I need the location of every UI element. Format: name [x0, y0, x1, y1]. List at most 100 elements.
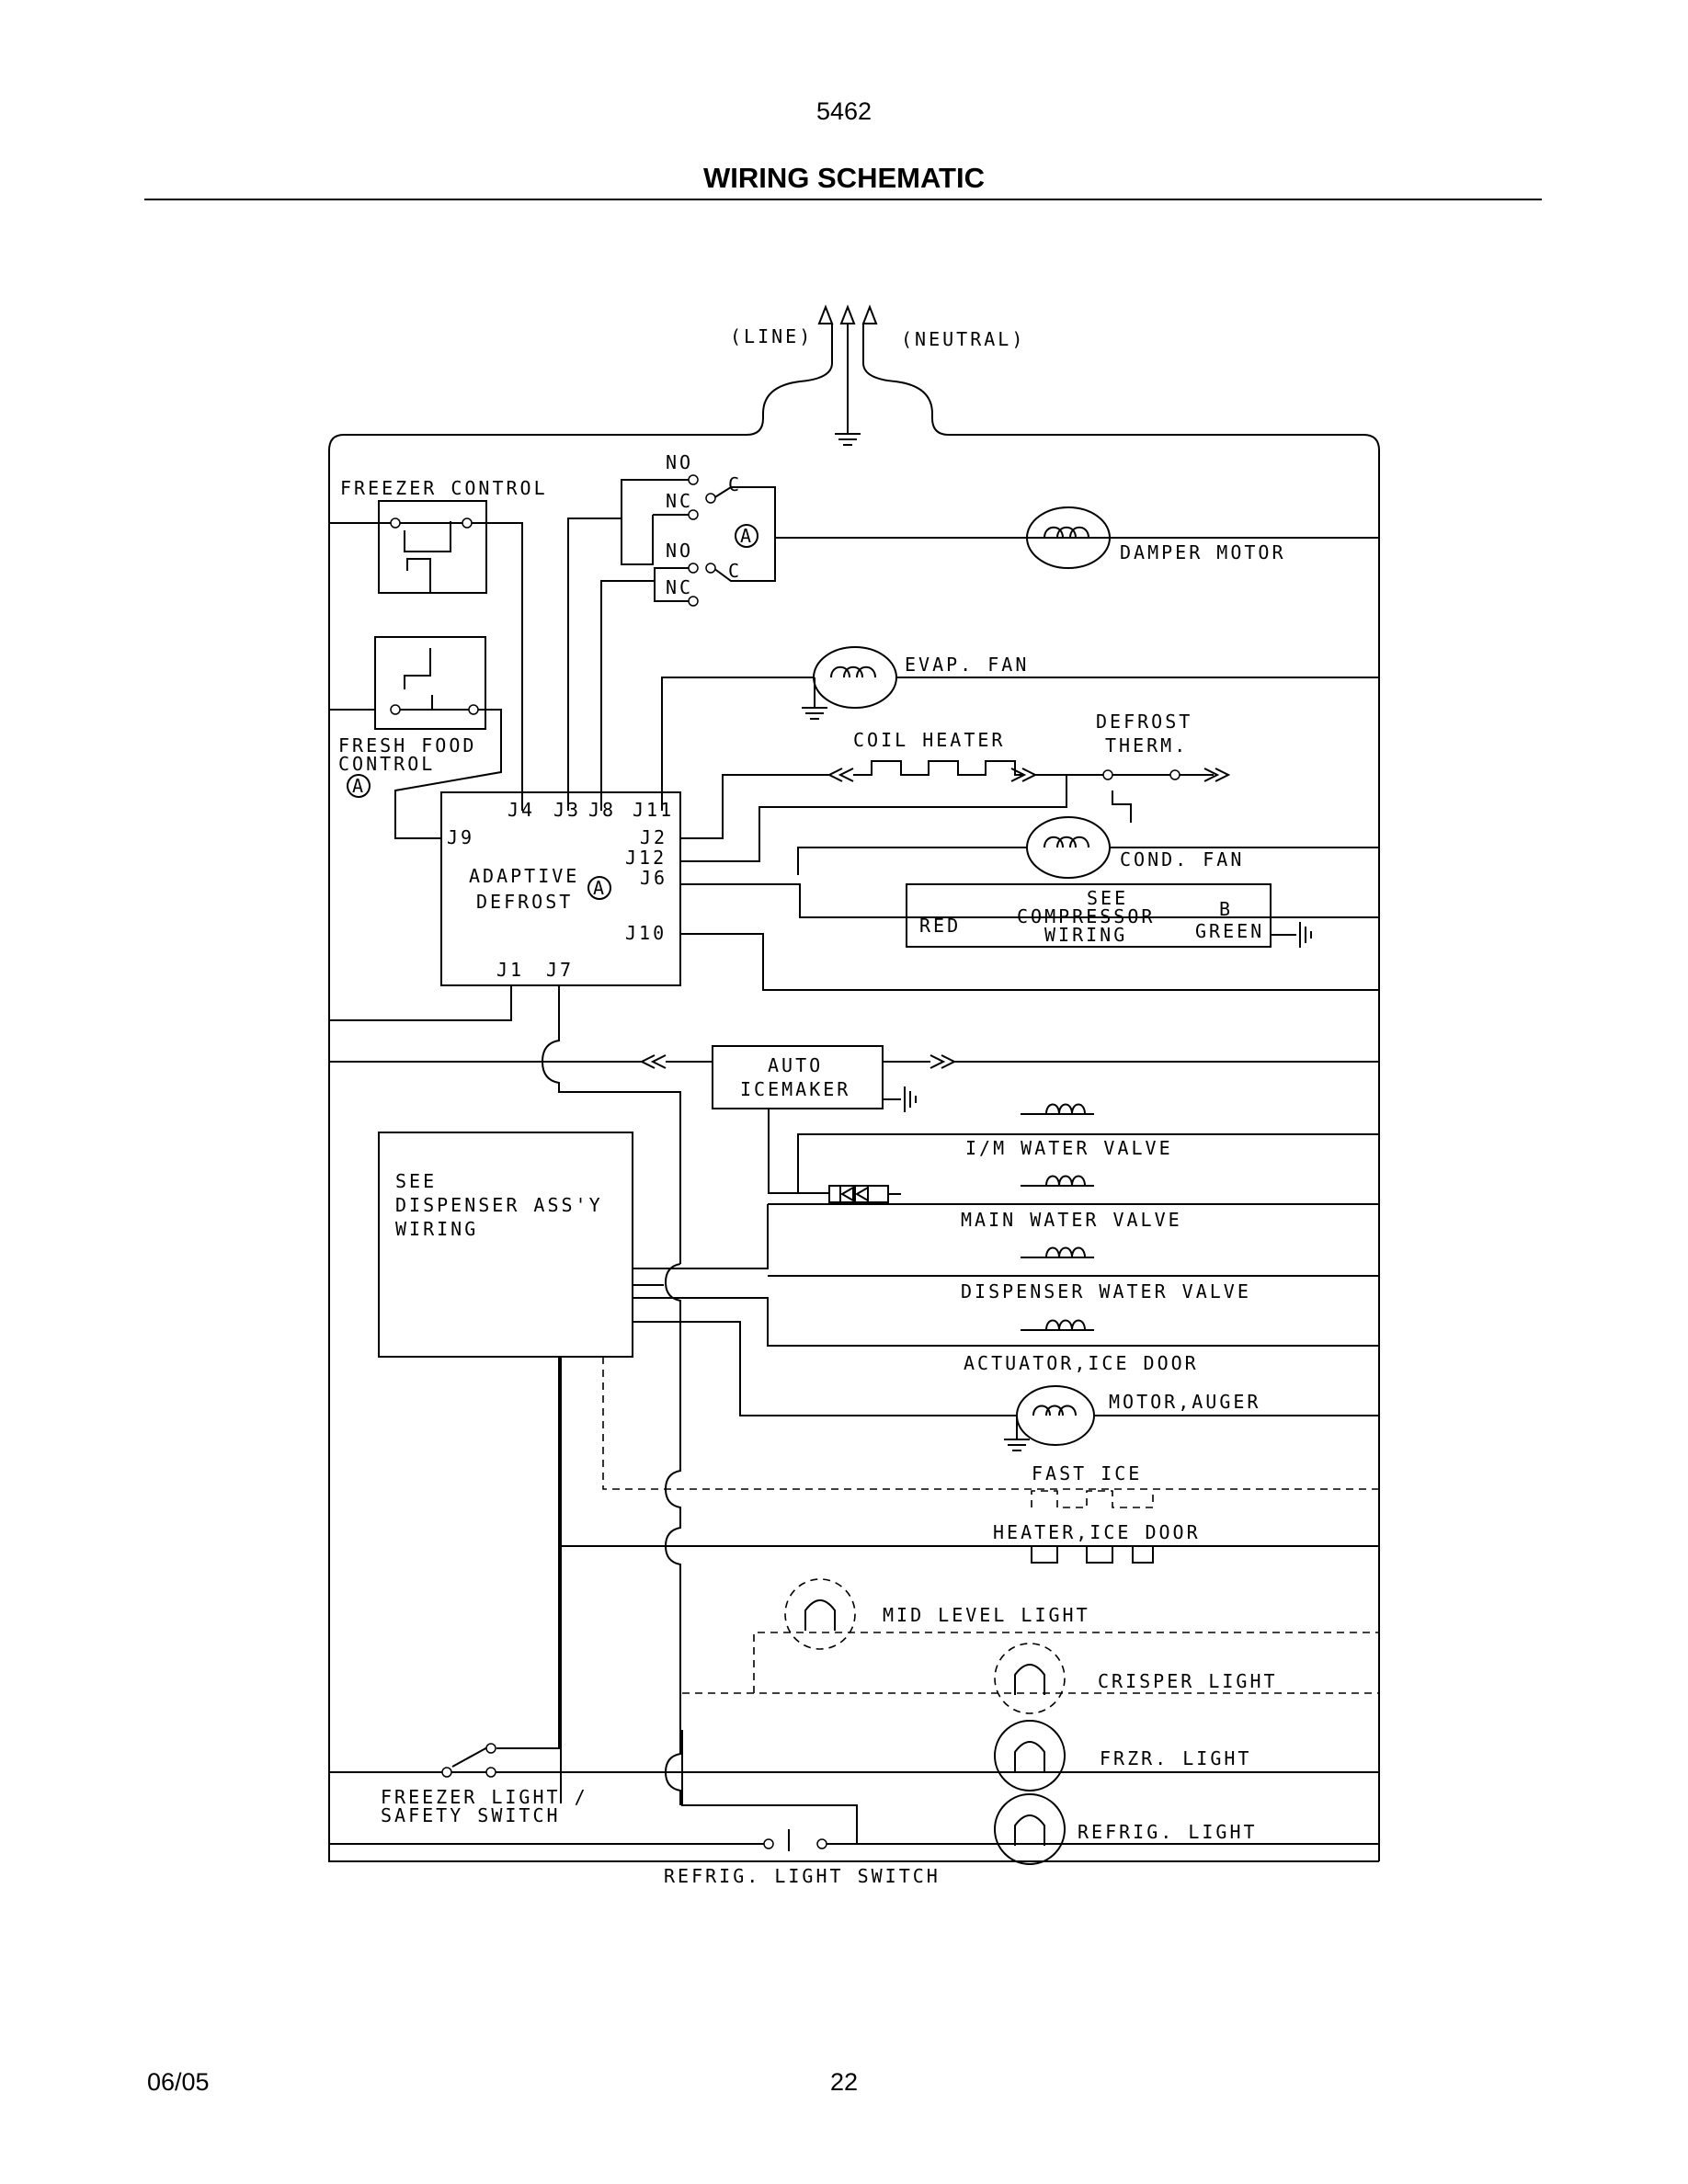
j1-label: J1 [496, 959, 524, 981]
heater-ice-door-label: HEATER,ICE DOOR [993, 1521, 1201, 1543]
ground-symbol [835, 433, 861, 446]
header-rule [144, 199, 1542, 200]
refrig-light-label: REFRIG. LIGHT [1078, 1821, 1258, 1843]
main-water-valve-label: MAIN WATER VALVE [961, 1209, 1182, 1231]
neutral-terminal-arrow [861, 304, 878, 324]
adaptive-label: ADAPTIVE [469, 865, 579, 887]
refrig-light-switch: REFRIG. LIGHT SWITCH [664, 1730, 941, 1887]
defrost-therm-label-1: DEFROST [1096, 711, 1192, 733]
refrig-light: REFRIG. LIGHT [329, 1793, 1379, 1865]
dispenser-wiring-label: WIRING [395, 1218, 478, 1240]
defrost-label: DEFROST [476, 891, 573, 913]
coil-heater: COIL HEATER DEFROST THERM. [680, 711, 1231, 862]
crossover-bus [328, 1263, 1379, 1862]
j8-label: J8 [588, 799, 616, 821]
defrost-therm-label-2: THERM. [1105, 734, 1188, 756]
j9-label: J9 [447, 826, 474, 848]
freezer-light-safety-switch: FREEZER LIGHT / SAFETY SWITCH [329, 1357, 588, 1826]
evap-fan-label: EVAP. FAN [905, 654, 1029, 676]
motor-auger-label: MOTOR,AUGER [1109, 1391, 1260, 1413]
compressor-wiring-box: SEE COMPRESSOR WIRING RED B GREEN [906, 883, 1379, 948]
dispenser-assy-label: DISPENSER ASS'Y [395, 1194, 603, 1216]
frzr-light-label: FRZR. LIGHT [1100, 1747, 1251, 1769]
relay-c-label-2: C [728, 560, 742, 582]
relay-no-label-1: NO [666, 451, 693, 473]
heater-ice-door: HEATER,ICE DOOR [560, 1357, 1379, 1564]
dispenser-water-valve-label: DISPENSER WATER VALVE [961, 1280, 1251, 1302]
j3-label: J3 [553, 799, 581, 821]
board-a-label: A [593, 877, 607, 899]
crisper-light-label: CRISPER LIGHT [1098, 1670, 1278, 1692]
footer-page-number: 22 [829, 2068, 859, 2096]
fresh-food-a-label: A [352, 775, 366, 797]
relay-no-label-2: NO [666, 540, 693, 562]
auto-icemaker: AUTO ICEMAKER [329, 1045, 1379, 1194]
evap-fan-coil [830, 665, 876, 678]
water-valve-diode [828, 1185, 901, 1203]
evap-fan: EVAP. FAN [661, 646, 1379, 811]
freezer-light-label: FREEZER LIGHT / [381, 1786, 588, 1808]
fast-ice-label: FAST ICE [1032, 1462, 1142, 1484]
cond-fan: COND. FAN [797, 816, 1379, 879]
control-label: CONTROL [338, 753, 435, 775]
damper-relay: NO NC C NO NC C A [567, 451, 1379, 811]
fast-ice: FAST ICE [602, 1357, 1379, 1508]
fresh-food-control: FRESH FOOD CONTROL A [329, 636, 502, 839]
j7-label: J7 [546, 959, 574, 981]
power-cord: (LINE) (NEUTRAL) [328, 304, 1380, 1861]
relay-a-label: A [740, 525, 754, 547]
motor-auger: MOTOR,AUGER [633, 1321, 1379, 1451]
dispenser-see-label: SEE [395, 1170, 437, 1192]
footer-date: 06/05 [147, 2068, 210, 2096]
freezer-control: FREEZER CONTROL [329, 477, 548, 811]
fresh-food-label: FRESH FOOD [338, 734, 476, 756]
green-wire-label: GREEN [1195, 920, 1264, 942]
refrig-light-switch-label: REFRIG. LIGHT SWITCH [664, 1865, 941, 1887]
b-label: B [1219, 898, 1233, 920]
model-number: 5462 [815, 97, 873, 125]
motor-auger-coil [1032, 1405, 1077, 1416]
cond-fan-label: COND. FAN [1120, 848, 1244, 870]
actuator-ice-door-label: ACTUATOR,ICE DOOR [964, 1352, 1199, 1374]
crisper-light: CRISPER LIGHT [682, 1643, 1379, 1714]
neutral-label: (NEUTRAL) [901, 328, 1025, 350]
damper-motor-label: DAMPER MOTOR [1120, 541, 1286, 563]
motor-auger-ground [1004, 1416, 1030, 1451]
cond-fan-coil [1044, 836, 1089, 848]
j11-label: J11 [633, 799, 674, 821]
im-water-valve: I/M WATER VALVE [797, 1103, 1379, 1193]
icemaker-label: ICEMAKER [740, 1078, 850, 1100]
page-title: WIRING SCHEMATIC [703, 162, 985, 194]
compressor-see-label: SEE [1087, 887, 1128, 909]
im-water-valve-label: I/M WATER VALVE [965, 1137, 1173, 1159]
j4-label: J4 [508, 799, 535, 821]
j10-label: J10 [625, 922, 667, 944]
relay-nc-label-1: NC [666, 490, 693, 512]
compressor-wiring-label: WIRING [1044, 924, 1127, 946]
frzr-light: FRZR. LIGHT [329, 1720, 1379, 1792]
coil-heater-label: COIL HEATER [853, 729, 1005, 751]
line-terminal-arrow [817, 304, 834, 324]
compressor-label: COMPRESSOR [1017, 905, 1155, 927]
ground-terminal-arrow [839, 304, 856, 324]
dispenser-water-valve: DISPENSER WATER VALVE [768, 1246, 1379, 1302]
dispenser-assy-box: SEE DISPENSER ASS'Y WIRING [378, 1132, 633, 1358]
actuator-ice-door: ACTUATOR,ICE DOOR [633, 1297, 1379, 1374]
main-water-valve: MAIN WATER VALVE [633, 1175, 1379, 1269]
relay-c-label-1: C [728, 473, 742, 495]
j6-label: J6 [640, 867, 667, 889]
compressor-ground [1271, 922, 1312, 948]
j2-label: J2 [640, 826, 667, 848]
evap-fan-ground [802, 677, 827, 720]
auto-label: AUTO [768, 1054, 823, 1076]
relay-nc-label-2: NC [666, 576, 693, 598]
mid-level-light-label: MID LEVEL LIGHT [883, 1604, 1090, 1626]
adaptive-defrost-board: J4 J3 J8 J11 J9 J2 J12 J6 J10 J1 J7 ADAP… [329, 791, 1379, 1264]
damper-motor-coil [1044, 526, 1089, 539]
line-label: (LINE) [730, 325, 813, 347]
freezer-control-label: FREEZER CONTROL [340, 477, 548, 499]
mid-level-light: MID LEVEL LIGHT [753, 1578, 1379, 1693]
icemaker-ground [883, 1086, 917, 1112]
j12-label: J12 [625, 847, 667, 869]
